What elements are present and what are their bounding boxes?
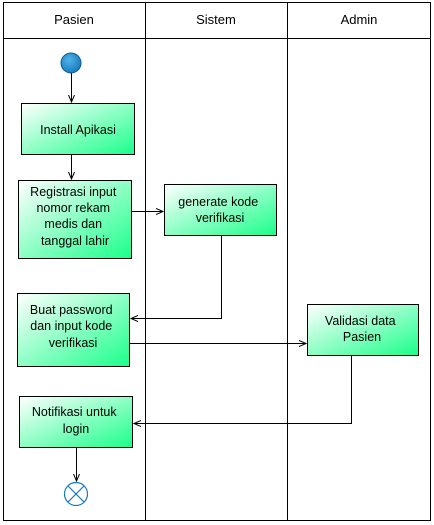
node-generate-kode: generate kode verifikasi <box>164 184 277 236</box>
node-install-aplikasi-label: Install Apikasi <box>40 123 116 137</box>
node-validasi-data-label: Validasi data Pasien <box>325 314 399 344</box>
node-buat-password-label: Buat password dan input kode verifikasi <box>30 303 116 350</box>
node-validasi-data: Validasi data Pasien <box>307 304 419 356</box>
node-buat-password: Buat password dan input kode verifikasi <box>17 293 130 367</box>
node-registrasi-label: Registrasi input nomor rekam medis dan t… <box>30 185 120 248</box>
end-node <box>63 481 89 507</box>
lane-title-sistem: Sistem <box>196 12 236 27</box>
start-node <box>60 52 82 74</box>
node-notifikasi-label: Notifikasi untuk login <box>32 405 120 436</box>
node-notifikasi: Notifikasi untuk login <box>19 396 133 448</box>
lane-title-admin: Admin <box>341 12 378 27</box>
node-registrasi: Registrasi input nomor rekam medis dan t… <box>18 180 132 259</box>
node-install-aplikasi: Install Apikasi <box>21 103 135 155</box>
swimlane-frame <box>3 2 431 521</box>
node-generate-kode-label: generate kode verifikasi <box>178 195 261 225</box>
edge-validasi-to-notifikasi <box>134 356 352 424</box>
lane-title-pasien: Pasien <box>54 12 94 27</box>
edge-generate-to-buat-password <box>131 236 222 319</box>
